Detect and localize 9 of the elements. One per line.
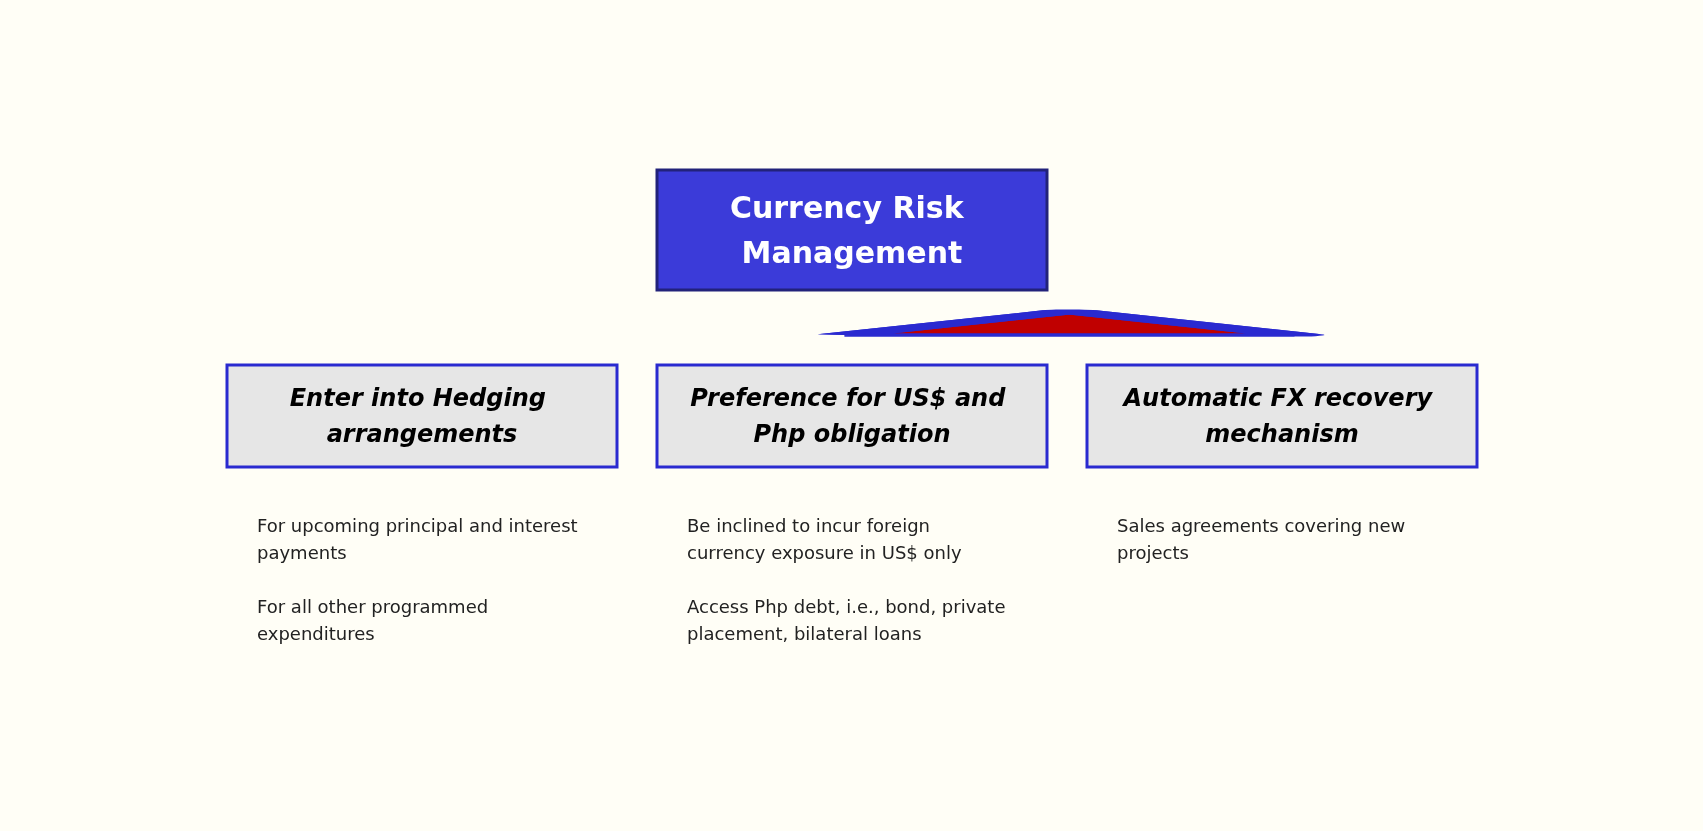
node-label: For all other programmed expenditures — [256, 595, 488, 644]
node-box: Preference for US$ and Php obligation — [655, 363, 1048, 468]
node-box: Currency Risk Management — [655, 168, 1048, 291]
node-label: For upcoming principal and interest payments — [256, 514, 578, 563]
node-label: Be inclined to incur foreign currency exposure in US$ only — [686, 514, 962, 563]
node-box: Enter into Hedging arrangements — [225, 363, 618, 468]
node-box: Automatic FX recovery mechanism — [1085, 363, 1478, 468]
node-label: Sales agreements covering new projects — [1116, 514, 1405, 563]
node-label: Access Php debt, i.e., bond, private placement, bilateral loans — [686, 595, 1005, 644]
